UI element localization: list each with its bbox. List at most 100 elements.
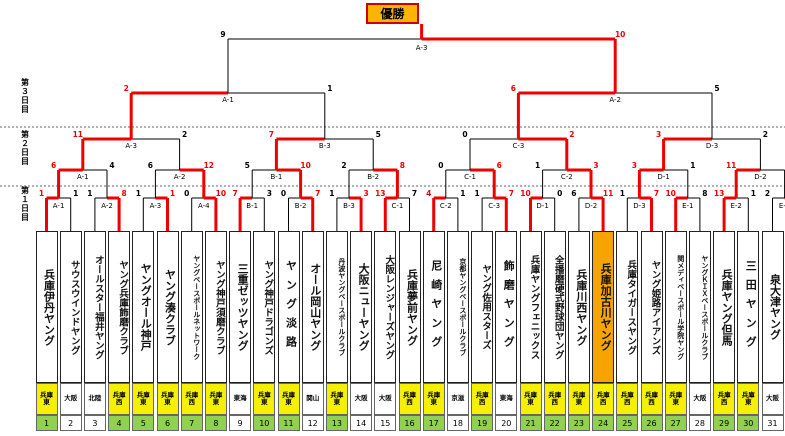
day-label-1: 第１日目 [21, 186, 29, 222]
team-region: 京滋 [446, 383, 469, 415]
team-number: 6 [156, 415, 179, 431]
team-region: 兵庫 東 [253, 383, 276, 415]
r1-match-13-label: D-3 [633, 202, 645, 210]
team-region: 兵庫 西 [592, 383, 615, 415]
r1-match-10-left-score: 1 [474, 189, 479, 198]
r3-match-4-right-score: 2 [763, 130, 768, 139]
r2-match-4-right-score: 8 [400, 161, 405, 170]
r2-match-4-left-score: 2 [341, 161, 346, 170]
team-name: オールスター福井ヤング [83, 231, 106, 383]
team-name: 大阪ニューヤング [350, 231, 373, 383]
team-name: 兵庫夢前ヤング [398, 231, 421, 383]
r2-match-1-label: A-1 [77, 173, 89, 181]
sf-match-1-left-score: 2 [124, 84, 129, 93]
team-region: 兵庫 東 [156, 383, 179, 415]
team-region: 兵庫 東 [204, 383, 227, 415]
team-name: 関メディベースボール学院ヤング [664, 231, 687, 383]
team-region: 大阪 [688, 383, 711, 415]
r1-match-12-right-score: 11 [603, 189, 613, 198]
team-name: ヤングベースボールネットワーク [180, 231, 203, 383]
r1-match-11-right-score: 0 [557, 189, 562, 198]
team-region: 兵庫 東 [132, 383, 155, 415]
r2-match-2-right-score: 12 [204, 161, 214, 170]
r1-match-4-label: A-4 [198, 202, 210, 210]
team-region: 関山 [301, 383, 324, 415]
r2-match-7-left-score: 3 [632, 161, 637, 170]
team-number: 28 [688, 415, 711, 431]
r1-match-4-left-score: 0 [184, 189, 189, 198]
r3-match-2-left-score: 7 [269, 130, 274, 139]
r1-match-14-right-score: 8 [702, 189, 707, 198]
team-name: オール岡山ヤング [301, 231, 324, 383]
team-name: 丹波ヤングベースボールクラブ [325, 231, 348, 383]
r1-match-16-label: E-3 [779, 202, 785, 210]
team-name: 兵庫川西ヤング [567, 231, 590, 383]
team-region: 兵庫 西 [543, 383, 566, 415]
team-region: 兵庫 西 [398, 383, 421, 415]
r3-match-2-label: B-3 [319, 142, 331, 150]
r1-match-8-left-score: 13 [375, 189, 385, 198]
team-region: 兵庫 東 [422, 383, 445, 415]
team-region: 兵庫 東 [325, 383, 348, 415]
team-name: サウスウインドヤング [59, 231, 82, 383]
r1-match-12-left-score: 6 [571, 189, 576, 198]
team-region: 北陸 [83, 383, 106, 415]
r1-match-15-left-score: 13 [714, 189, 724, 198]
r1-match-16-left-score: 2 [765, 189, 770, 198]
team-name: ヤング湊クラブ [156, 231, 179, 383]
team-name: 泉大津ヤング [761, 231, 784, 383]
team-number: 2 [59, 415, 82, 431]
team-number: 24 [592, 415, 615, 431]
team-name: 尼崎ヤング [422, 231, 445, 383]
final-match-left-score: 9 [220, 30, 225, 39]
r2-match-6-right-score: 3 [593, 161, 598, 170]
r1-match-14-label: E-1 [682, 202, 693, 210]
team-number: 30 [737, 415, 760, 431]
team-number: 1 [35, 415, 58, 431]
team-number: 7 [180, 415, 203, 431]
team-name: 三重ゼッツヤング [229, 231, 252, 383]
r3-match-1-label: A-3 [125, 142, 137, 150]
team-region: 兵庫 東 [277, 383, 300, 415]
team-number: 19 [471, 415, 494, 431]
team-number: 15 [374, 415, 397, 431]
team-region: 東海 [495, 383, 518, 415]
r3-match-1-right-score: 2 [182, 130, 187, 139]
r1-match-2-right-score: 8 [121, 189, 126, 198]
r2-match-7-label: D-1 [657, 173, 669, 181]
r2-match-6-label: C-2 [561, 173, 573, 181]
r2-match-3-right-score: 10 [300, 161, 310, 170]
team-number: 21 [519, 415, 542, 431]
r2-match-2-label: A-2 [174, 173, 186, 181]
team-number: 22 [543, 415, 566, 431]
team-number: 23 [567, 415, 590, 431]
team-name: ヤングオール神戸 [132, 231, 155, 383]
sf-match-2-left-score: 6 [511, 84, 516, 93]
r1-match-10-label: C-3 [488, 202, 500, 210]
sf-match-1-right-score: 1 [327, 84, 332, 93]
r1-match-13-left-score: 1 [620, 189, 625, 198]
r2-match-4-label: B-2 [367, 173, 379, 181]
team-number: 5 [132, 415, 155, 431]
r1-match-8-right-score: 7 [412, 189, 417, 198]
team-number: 4 [108, 415, 131, 431]
r2-match-3-label: B-1 [271, 173, 283, 181]
r2-match-3-left-score: 5 [245, 161, 250, 170]
team-name: 兵庫ヤングフェニックス [519, 231, 542, 383]
r2-match-7-right-score: 1 [690, 161, 695, 170]
r1-match-6-label: B-2 [295, 202, 307, 210]
team-region: 兵庫 西 [180, 383, 203, 415]
team-name: ヤング淡路 [277, 231, 300, 383]
team-region: 兵庫 西 [108, 383, 131, 415]
r1-match-3-label: A-3 [150, 202, 162, 210]
team-region: 兵庫 東 [664, 383, 687, 415]
r2-match-2-left-score: 6 [148, 161, 153, 170]
team-region: 大阪 [350, 383, 373, 415]
r2-match-1-right-score: 4 [109, 161, 114, 170]
r1-match-5-left-score: 7 [232, 189, 237, 198]
team-region: 大阪 [374, 383, 397, 415]
r1-match-9-right-score: 1 [460, 189, 465, 198]
team-name: ヤング兵庫飾磨クラブ [108, 231, 131, 383]
r3-match-4-label: D-3 [706, 142, 718, 150]
